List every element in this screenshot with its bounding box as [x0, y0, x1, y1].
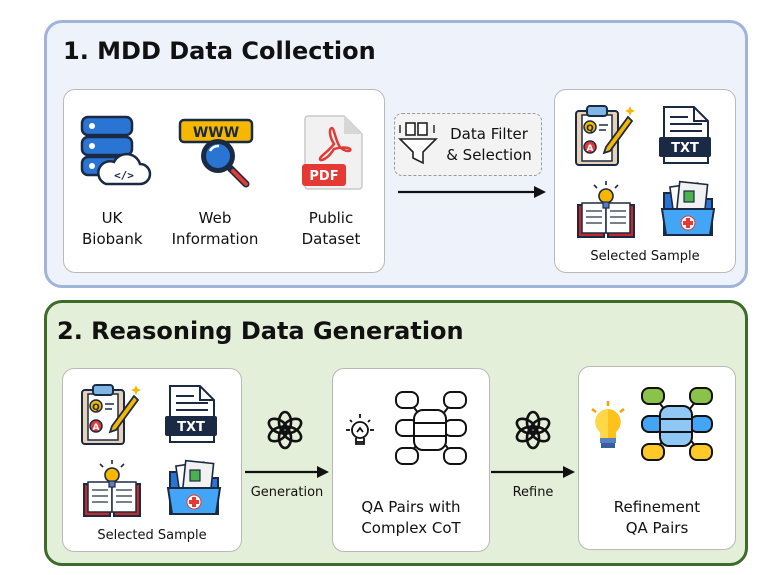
section2-title: 2. Reasoning Data Generation	[57, 317, 464, 345]
svg-text:A: A	[587, 144, 594, 154]
svg-text:Q: Q	[586, 124, 594, 134]
www-text: WWW	[193, 125, 239, 141]
refine-arrow	[491, 466, 575, 478]
pdf-text: PDF	[309, 169, 338, 184]
idea-bulb-icon	[346, 414, 374, 445]
svg-text:TXT: TXT	[671, 141, 699, 156]
openai-icon-1	[267, 410, 303, 450]
pdf-file-icon: PDF	[302, 115, 363, 190]
sample-icons-group-2: Q A TXT	[78, 382, 228, 522]
filter-selection-label: Data Filter& Selection	[446, 125, 532, 164]
svg-text:A: A	[93, 423, 100, 433]
code-text: </>	[114, 169, 134, 182]
book-idea-icon	[83, 460, 141, 517]
section1-title: 1. MDD Data Collection	[63, 37, 376, 65]
txt-file-icon: TXT	[165, 385, 217, 443]
collection-arrow	[398, 186, 546, 198]
network-db-icon-color	[641, 387, 713, 461]
lightbulb-icon	[591, 401, 625, 448]
sample-icons-group-1: Q A TXT	[572, 103, 722, 243]
medical-folder-icon	[166, 459, 222, 515]
database-cloud-icon: </>	[80, 115, 152, 186]
qa-clipboard-icon: Q A	[81, 384, 141, 445]
funnel-icon	[398, 122, 438, 165]
www-search-icon: WWW	[178, 118, 254, 188]
selected-sample-label-2: Selected Sample	[97, 528, 207, 543]
book-idea-icon	[577, 181, 635, 238]
svg-text:Q: Q	[92, 403, 100, 413]
qa-clipboard-icon: Q A	[575, 105, 635, 166]
medical-folder-icon	[660, 180, 716, 236]
selected-sample-label-1: Selected Sample	[590, 249, 700, 264]
network-db-icon-outline	[395, 391, 467, 465]
generation-label: Generation	[250, 485, 324, 500]
refine-label: Refine	[512, 485, 554, 500]
generation-arrow	[245, 466, 329, 478]
txt-file-icon: TXT	[659, 106, 711, 164]
openai-icon-2	[515, 410, 551, 450]
svg-text:TXT: TXT	[177, 420, 205, 435]
